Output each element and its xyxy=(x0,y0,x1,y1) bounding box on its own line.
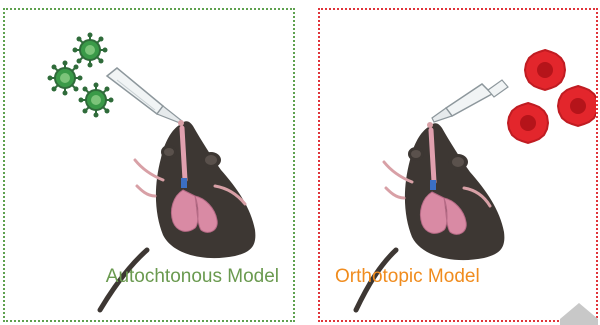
cancer-cell-icon xyxy=(508,103,548,143)
autochthonous-panel: Autochtonous Model xyxy=(3,8,295,322)
virus-icon xyxy=(73,33,108,68)
autochthonous-caption: Autochtonous Model xyxy=(106,266,279,288)
cancer-cell-icon xyxy=(558,86,596,126)
virus-icon xyxy=(48,61,83,96)
orthotopic-panel: Orthotopic Model xyxy=(318,8,598,322)
pipette-icon xyxy=(432,80,508,122)
corner-triangle-icon xyxy=(560,303,598,325)
pipette-icon xyxy=(107,68,182,123)
virus-icon xyxy=(79,83,114,118)
cancer-cell-icon xyxy=(525,50,565,90)
orthotopic-caption: Orthotopic Model xyxy=(335,266,480,288)
